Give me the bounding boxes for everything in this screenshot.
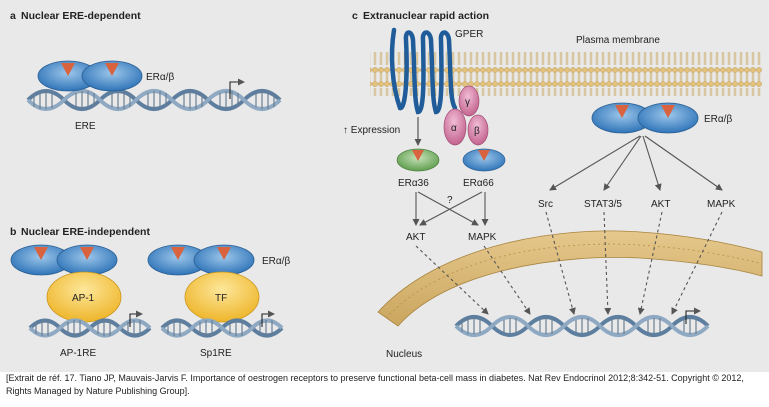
gper-label: GPER (455, 29, 483, 40)
figure-caption: [Extrait de réf. 17. Tiano JP, Mauvais-J… (6, 373, 744, 396)
plasma-membrane (370, 52, 762, 96)
panel-a: a Nuclear ERE-dependent ERα/β ERE (10, 10, 282, 132)
element-label-ere: ERE (75, 121, 96, 132)
transcription-arrow-c (685, 307, 701, 324)
nucleus-label: Nucleus (386, 349, 422, 360)
panel-c-title: Extranuclear rapid action (363, 10, 489, 22)
plasma-membrane-label: Plasma membrane (576, 35, 660, 46)
receptor-dimer-c (591, 102, 699, 134)
dna-strand-b1 (28, 318, 152, 338)
receptor-label-b: ERα/β (262, 256, 290, 267)
g-protein (443, 85, 489, 146)
diagram: a Nuclear ERE-dependent ERα/β ERE (10, 10, 763, 360)
target-akt: AKT (651, 199, 670, 210)
dna-strand-b2 (160, 318, 284, 338)
gper-receptor (389, 27, 458, 115)
panel-a-title: Nuclear ERE-dependent (21, 10, 141, 22)
receptor-label-c: ERα/β (704, 114, 732, 125)
transcription-arrow-b2 (261, 310, 275, 327)
target-src: Src (538, 199, 553, 210)
mapk-left-label: MAPK (468, 232, 497, 243)
crossing-arrows (412, 191, 489, 226)
panel-a-letter: a (10, 10, 16, 22)
receptor-dimer-a (37, 60, 143, 92)
er-alpha36-label: ERα36 (398, 178, 429, 189)
ap1-factor-label: AP-1 (72, 293, 95, 304)
g-alpha-label: α (451, 123, 457, 134)
target-mapk: MAPK (707, 199, 736, 210)
signal-arrows (549, 135, 723, 191)
element-label-ap1re: AP-1RE (60, 348, 96, 359)
akt-left-label: AKT (406, 232, 425, 243)
g-gamma-label: γ (465, 97, 470, 108)
target-stat35: STAT3/5 (584, 199, 622, 210)
nuclear-arrows (415, 211, 723, 315)
transcription-arrow-b1 (129, 310, 143, 327)
nuclear-envelope (377, 230, 763, 327)
expression-label: ↑ Expression (343, 125, 400, 136)
dna-strand-a (26, 89, 282, 111)
panel-c-letter: c (352, 10, 358, 22)
tf-factor (184, 271, 260, 323)
er-alpha66 (462, 148, 506, 172)
dna-rungs-a (33, 91, 275, 109)
panel-b-title: Nuclear ERE-independent (21, 226, 150, 238)
receptor-dimer-b1 (10, 244, 118, 276)
transcription-arrow-a (229, 78, 245, 99)
g-beta-label: β (474, 126, 480, 137)
receptor-dimer-b2 (147, 244, 255, 276)
question-mark: ? (447, 195, 453, 206)
er-alpha36 (396, 148, 440, 172)
dna-strand-c (454, 315, 710, 337)
panel-b: b Nuclear ERE-independent AP-1 ERα/β TF (10, 226, 290, 359)
er-alpha66-label: ERα66 (463, 178, 494, 189)
element-label-sp1re: Sp1RE (200, 348, 232, 359)
receptor-label-a: ERα/β (146, 72, 174, 83)
tf-factor-label: TF (215, 293, 227, 304)
panel-c: c Extranuclear rapid action Plasma membr… (343, 10, 763, 360)
panel-b-letter: b (10, 226, 16, 238)
